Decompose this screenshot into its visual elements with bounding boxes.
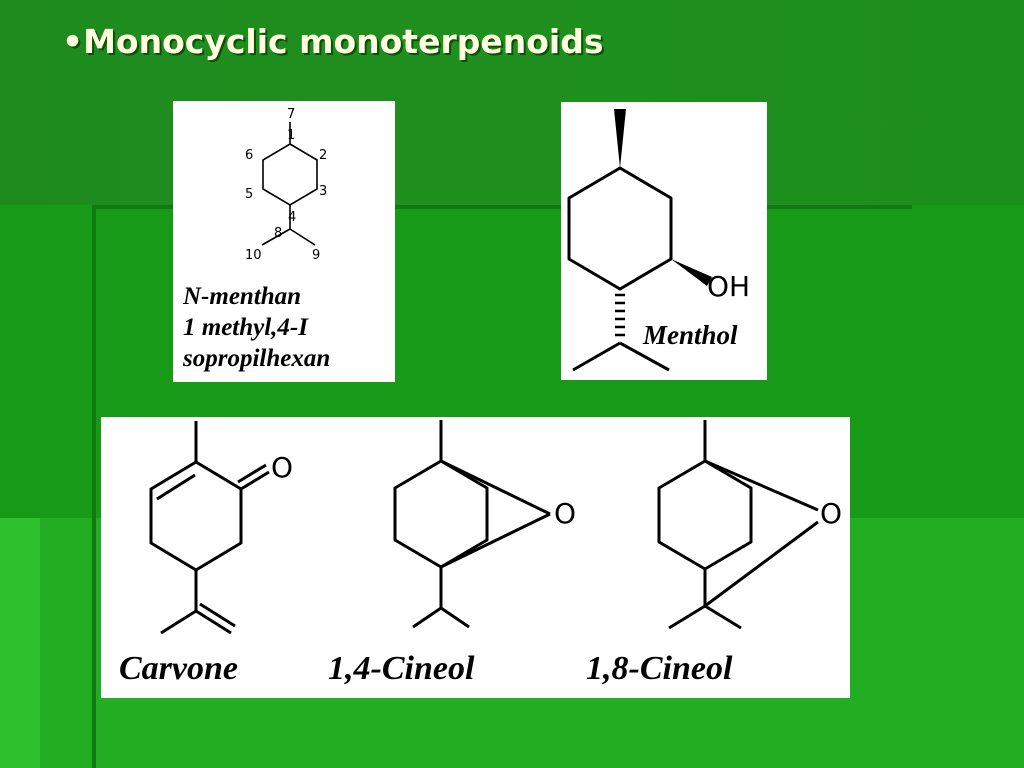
cineol-1-8-caption: 1,8-Cineol bbox=[586, 650, 733, 687]
carvone-oxygen: O bbox=[271, 451, 293, 484]
atom-number-8: 8 bbox=[274, 226, 282, 241]
atom-number-10: 10 bbox=[245, 248, 262, 263]
background-vertical-rule bbox=[92, 205, 96, 768]
atom-number-9: 9 bbox=[312, 248, 320, 263]
wedge-bond bbox=[671, 259, 712, 286]
carvone-skeleton: O bbox=[149, 421, 293, 635]
cineol-1-4-caption: 1,4-Cineol bbox=[328, 650, 475, 687]
cineol-1-4-oxygen: O bbox=[554, 497, 576, 530]
caption-line: sopropilhexan bbox=[183, 345, 331, 372]
cineol-1-8-skeleton: O bbox=[657, 420, 842, 630]
atom-number-5: 5 bbox=[245, 187, 253, 202]
background-horizontal-rule bbox=[96, 205, 912, 209]
atom-number-1: 1 bbox=[287, 128, 295, 143]
atom-number-4: 4 bbox=[288, 210, 296, 225]
caption-line: 1 methyl,4-I bbox=[183, 314, 308, 341]
carvone-caption: Carvone bbox=[119, 650, 238, 687]
n-menthan-skeleton: 7 1 2 3 4 5 6 8 9 10 bbox=[245, 107, 327, 263]
cineol-1-8-oxygen: O bbox=[820, 497, 842, 530]
bottom-structures: O O O bbox=[149, 420, 842, 635]
n-menthan-caption: N-menthan 1 methyl,4-I sopropilhexan bbox=[183, 281, 351, 374]
menthol-caption: Menthol bbox=[643, 320, 738, 351]
atom-number-7: 7 bbox=[287, 107, 295, 122]
atom-number-6: 6 bbox=[245, 148, 253, 163]
atom-number-2: 2 bbox=[319, 148, 327, 163]
hydroxyl-label: OH bbox=[707, 270, 750, 303]
hashed-bond bbox=[615, 293, 625, 337]
atom-number-3: 3 bbox=[319, 184, 327, 199]
slide-title: •Monocyclic monoterpenoids bbox=[62, 22, 604, 61]
cineol-1-4-skeleton: O bbox=[393, 420, 576, 629]
menthol-skeleton: OH bbox=[567, 109, 750, 372]
bottom-structures-card: O O O Carvone 1,4-Cineol 1,8-Cineol bbox=[101, 417, 850, 698]
caption-line: N-menthan bbox=[183, 283, 302, 310]
background-band-left-accent bbox=[0, 518, 40, 768]
wedge-bond bbox=[614, 109, 626, 168]
